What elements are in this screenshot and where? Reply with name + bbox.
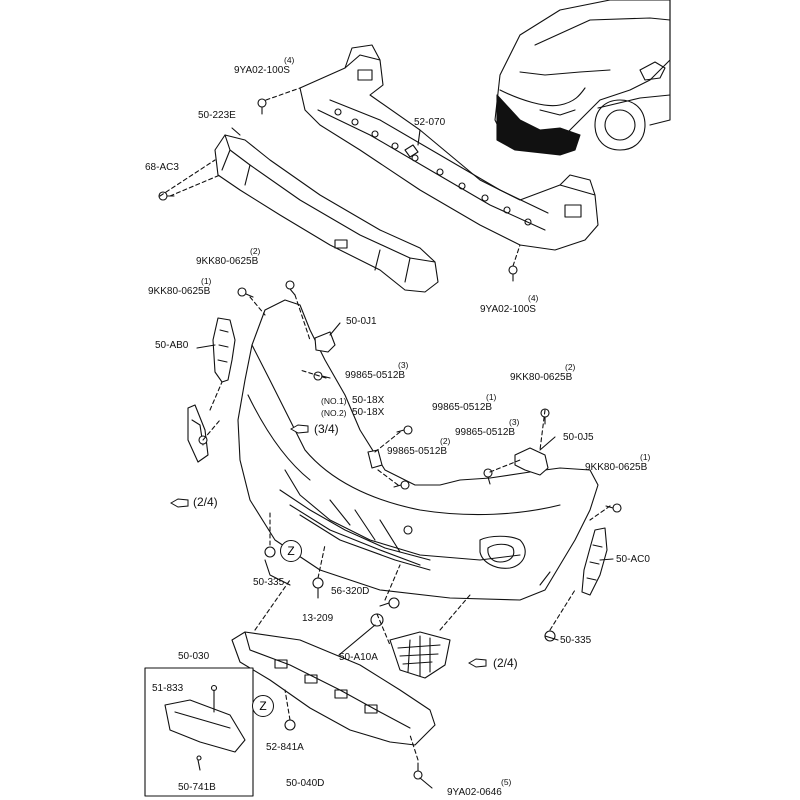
label-50-335-left[interactable]: 50-335	[253, 577, 285, 588]
label-ticks	[196, 127, 614, 789]
label-68-ac3[interactable]: 68-AC3	[145, 162, 179, 173]
label-50-18x-1[interactable]: 50-18X	[352, 395, 385, 406]
z-marker: Z	[252, 695, 274, 717]
qty-9ya02-100s-top: (4)	[284, 55, 295, 65]
label-99865-0512b-b[interactable]: 99865-0512B	[432, 402, 493, 413]
qty-9ya02-0646: (5)	[501, 777, 512, 787]
qty-99865-0512b-c: (3)	[509, 417, 520, 427]
lower-grille	[389, 631, 451, 679]
qty-9kk80-0625b-a: (2)	[250, 246, 261, 256]
license-bracket-box	[144, 667, 254, 797]
label-50-741b[interactable]: 50-741B	[178, 782, 216, 793]
vehicle-front-illustration	[494, 0, 671, 156]
ref-page-2-4-left[interactable]: (2/4)	[193, 495, 218, 509]
label-50-0j5[interactable]: 50-0J5	[563, 432, 594, 443]
front-bumper-cover	[237, 299, 599, 601]
qty-99865-0512b-b: (1)	[486, 392, 497, 402]
bumper-reinforcement	[299, 44, 599, 251]
label-50-335-right[interactable]: 50-335	[560, 635, 592, 646]
label-99865-0512b-d[interactable]: 99865-0512B	[387, 446, 448, 457]
note-50-18x-1: (NO.1)	[321, 396, 347, 406]
qty-99865-0512b-d: (2)	[440, 436, 451, 446]
qty-9kk80-0625b-c: (2)	[565, 362, 576, 372]
note-50-18x-2: (NO.2)	[321, 408, 347, 418]
label-50-030[interactable]: 50-030	[178, 651, 210, 662]
label-50-0j1[interactable]: 50-0J1	[346, 316, 377, 327]
label-50-040d[interactable]: 50-040D	[286, 778, 325, 789]
qty-9kk80-0625b-b: (1)	[201, 276, 212, 286]
bracket-0j5	[514, 447, 549, 476]
label-9kk80-0625b-b[interactable]: 9KK80-0625B	[148, 286, 211, 297]
label-52-070[interactable]: 52-070	[414, 117, 446, 128]
label-13-209[interactable]: 13-209	[302, 613, 334, 624]
qty-9kk80-0625b-d: (1)	[640, 452, 651, 462]
under-cover	[231, 631, 436, 746]
label-50-ac0[interactable]: 50-AC0	[616, 554, 650, 565]
left-fog-cover	[187, 404, 209, 463]
qty-99865-0512b-a: (3)	[398, 360, 409, 370]
z-marker: Z	[280, 540, 302, 562]
label-52-841a[interactable]: 52-841A	[266, 742, 304, 753]
pointing-hand-icon	[170, 498, 189, 508]
energy-absorber	[214, 134, 439, 293]
label-50-ab0[interactable]: 50-AB0	[155, 340, 189, 351]
label-9kk80-0625b-c[interactable]: 9KK80-0625B	[510, 372, 573, 383]
fasteners	[158, 98, 622, 780]
label-99865-0512b-a[interactable]: 99865-0512B	[345, 370, 406, 381]
bracket-0j1	[314, 331, 336, 353]
label-50-a10a[interactable]: 50-A10A	[339, 652, 378, 663]
label-9ya02-0646[interactable]: 9YA02-0646	[447, 787, 502, 798]
pointing-hand-icon	[468, 658, 487, 668]
label-50-223e[interactable]: 50-223E	[198, 110, 236, 121]
label-99865-0512b-c[interactable]: 99865-0512B	[455, 427, 516, 438]
ref-page-2-4-right[interactable]: (2/4)	[493, 656, 518, 670]
right-bracket	[581, 527, 608, 596]
ref-page-3-4[interactable]: (3/4)	[314, 422, 339, 436]
qty-9ya02-100s-right: (4)	[528, 293, 539, 303]
leader-lines	[159, 87, 611, 761]
label-9ya02-100s-top[interactable]: 9YA02-100S	[234, 65, 290, 76]
label-9kk80-0625b-a[interactable]: 9KK80-0625B	[196, 256, 259, 267]
label-56-320d[interactable]: 56-320D	[331, 586, 370, 597]
label-9kk80-0625b-d[interactable]: 9KK80-0625B	[585, 462, 648, 473]
pointing-hand-icon	[290, 424, 309, 434]
bracket-18x	[367, 449, 383, 469]
left-bracket	[212, 317, 236, 383]
label-51-833[interactable]: 51-833	[152, 683, 184, 694]
label-50-18x-2[interactable]: 50-18X	[352, 407, 385, 418]
label-9ya02-100s-right[interactable]: 9YA02-100S	[480, 304, 536, 315]
